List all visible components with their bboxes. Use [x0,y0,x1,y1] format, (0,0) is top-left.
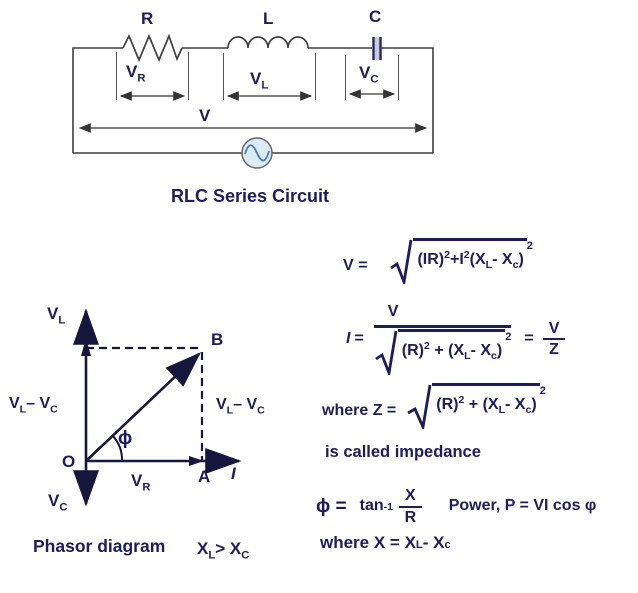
eq-z-lhs: where Z = [322,401,397,419]
eq-z-radical: (R)2 + (XL- Xc) [406,383,540,429]
capacitor-label: C [369,7,382,26]
phasor-axes [73,308,242,507]
eq-i-radicand: (R)2 + (XL- Xc) [397,329,506,363]
eq-i-vz-den: Z [549,341,559,359]
eq-i-fraction: V (R)2 + (XL- Xc) 2 [373,303,512,376]
inductor-symbol [227,36,309,49]
impedance-note: is called impedance [325,443,481,462]
phasor-diagram [73,308,242,507]
eq-phi-fn-exp: -1 [383,500,394,513]
measurement-ticks [116,52,399,100]
power-formula: Power, P = VI cos φ [448,497,597,515]
eq-i-var: I [346,330,351,347]
vc-label: VC [359,63,379,86]
phasor-point-a-label: A [198,467,211,486]
radical-sign-icon [375,331,398,376]
phasor-point-b-label: B [211,330,224,349]
phasor-phi-label: ϕ [118,428,133,449]
measurement-arrows [78,89,428,133]
eq-phi-fn: tan [359,497,384,515]
eq-phi-frac-num: X [399,487,422,508]
phasor-vr-label: VR [131,471,151,494]
dashed-lines [86,346,204,461]
phasor-vc-label: VC [48,491,68,514]
phasor-current-label: I [231,464,236,483]
phi-angle-arc [111,434,124,462]
eq-v-outer-exponent: 2 [526,240,533,252]
equation-current: I = V (R)2 + (XL- Xc) 2 = V Z [346,303,566,376]
eq-x-sub1: L [415,539,423,551]
eq-i-vz-num: V [542,320,566,341]
resistor-symbol [122,33,183,63]
circuit-title: RLC Series Circuit [170,186,330,206]
eq-z-outer-exponent: 2 [539,385,546,397]
resistor-label: R [141,9,154,28]
eq-phi-fraction: X R [399,487,422,526]
eq-v-radicand: (IR)2+I2(XL- Xc) [413,238,527,271]
eq-x-lhs: where X = X [320,533,416,552]
eq-i-vz-fraction: V Z [542,320,566,359]
capacitor-symbol [372,37,382,60]
eq-x-mid: - X [422,533,445,552]
eq-x-sub2: c [444,539,451,551]
vr-label: VR [126,62,146,85]
ac-source-icon [241,137,273,169]
eq-i-equals: = [354,330,364,347]
eq-i-denominator: (R)2 + (XL- Xc) 2 [374,328,512,376]
eq-z-radicand: (R)2 + (XL- Xc) [432,383,540,416]
phasor-vl-label: VL [47,304,66,327]
inductor-label: L [263,9,274,28]
eq-v-radical: (IR)2+I2(XL- Xc) [389,238,527,284]
point-a-arrowhead [189,456,204,466]
phasor-diff-right-label: VL– VC [216,396,265,417]
phasor-caption: Phasor diagram [33,536,166,556]
radical-sign-icon [407,384,432,429]
eq-phi-lhs: ϕ = [316,495,347,517]
phasor-diff-left-label: VL– VC [9,395,58,416]
eq-i-numerator: V [373,303,512,329]
eq-i-outer-exponent: 2 [505,331,512,344]
phasor-origin-label: O [62,452,76,471]
vl-label: VL [250,69,269,92]
impedance-note-text: is called impedance [325,443,481,461]
eq-v-lhs: V = [343,256,368,274]
phasor-condition: XL> XC [197,539,250,562]
equation-impedance: where Z = (R)2 + (XL- Xc) 2 [322,383,546,429]
source-voltage-label: V [199,106,211,125]
equation-voltage: V = (IR)2+I2(XL- Xc) 2 [343,238,533,284]
eq-phi-frac-den: R [404,508,417,526]
eq-i-equals2: = [524,330,534,347]
equation-phase-angle: ϕ = tan -1 X R Power, P = VI cos φ [316,487,596,526]
radical-sign-icon [390,239,413,284]
circuit-diagram [72,33,434,169]
